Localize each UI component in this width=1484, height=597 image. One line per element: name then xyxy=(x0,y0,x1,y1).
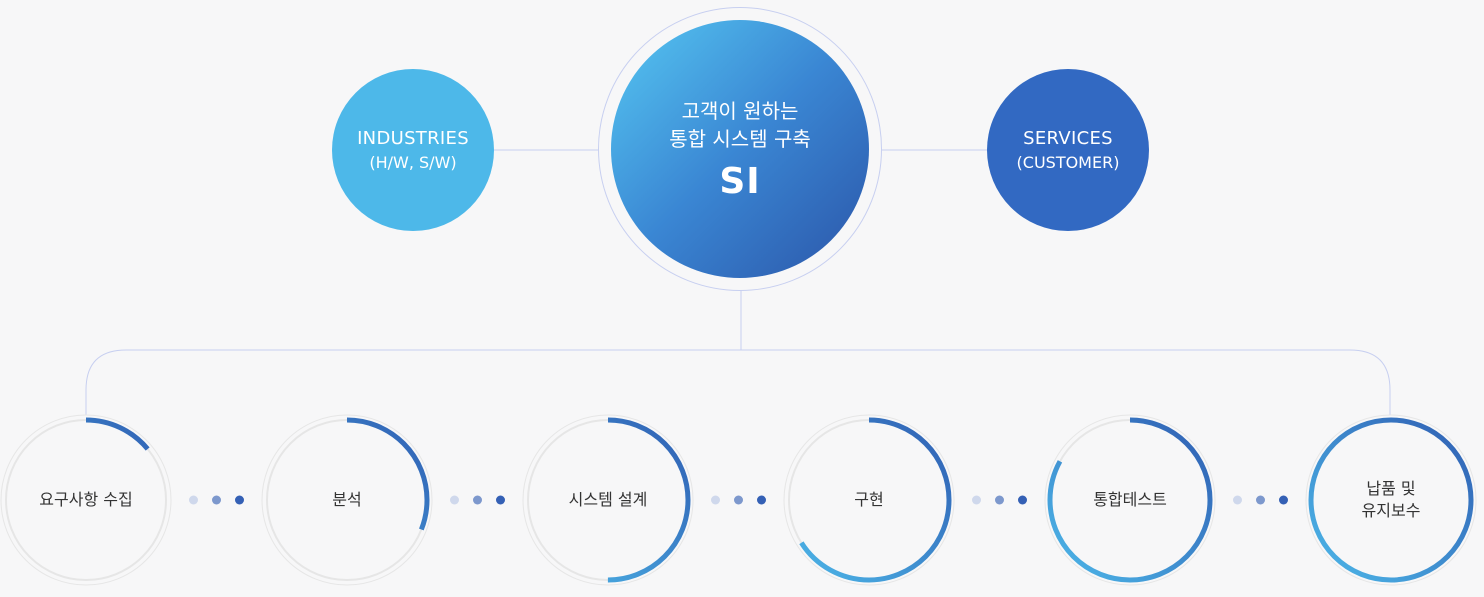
step-connector-dot xyxy=(1256,495,1265,505)
step-outer-ring xyxy=(522,414,694,586)
step-connector-dot xyxy=(189,495,198,505)
step-connector-dot xyxy=(235,495,244,505)
step-label: 납품 및 유지보수 xyxy=(1361,479,1421,520)
step-outer-ring xyxy=(1305,414,1477,586)
step-label: 요구사항 수집 xyxy=(39,490,133,509)
center-outer-ring xyxy=(598,7,882,291)
center-line-2: 통합 시스템 구축 xyxy=(669,126,811,151)
center-title: SI xyxy=(719,160,761,202)
services-circle: SERVICES (CUSTOMER) xyxy=(987,69,1149,231)
step-label: 통합테스트 xyxy=(1093,490,1167,509)
step-connector-dot xyxy=(972,495,981,505)
step-connector-dot xyxy=(450,495,459,505)
step-connector-dot xyxy=(757,495,766,505)
step-connector-dot xyxy=(473,495,482,505)
step-connector-dot xyxy=(212,495,221,505)
step-label: 분석 xyxy=(332,490,362,509)
step-label: 구현 xyxy=(854,490,884,509)
step-outer-ring xyxy=(1044,414,1216,586)
step-progress-arc xyxy=(1047,417,1213,583)
step-connector-dot xyxy=(1018,495,1027,505)
step-outer-ring xyxy=(0,414,172,586)
si-center-circle: 고객이 원하는 통합 시스템 구축 SI xyxy=(611,20,869,278)
step-connector-dot xyxy=(734,495,743,505)
step-connector-dot xyxy=(995,495,1004,505)
industries-line-2: (H/W, S/W) xyxy=(369,153,457,172)
step-progress-arc xyxy=(1308,417,1474,583)
services-line-2: (CUSTOMER) xyxy=(1016,153,1120,172)
services-line-1: SERVICES xyxy=(1023,128,1113,149)
center-line-1: 고객이 원하는 xyxy=(681,98,799,123)
step-connector-dot xyxy=(711,495,720,505)
branch-line xyxy=(85,349,1391,415)
step-progress-arc xyxy=(264,417,430,583)
step-outer-ring xyxy=(783,414,955,586)
industries-line-1: INDUSTRIES xyxy=(357,128,469,149)
step-progress-arc xyxy=(786,417,952,583)
step-connector-dot xyxy=(496,495,505,505)
step-progress-arc xyxy=(525,417,691,583)
step-connector-dot xyxy=(1279,495,1288,505)
step-progress-arc xyxy=(3,417,169,583)
step-connector-dot xyxy=(1233,495,1242,505)
industries-circle: INDUSTRIES (H/W, S/W) xyxy=(332,69,494,231)
step-outer-ring xyxy=(261,414,433,586)
step-label: 시스템 설계 xyxy=(568,490,648,509)
